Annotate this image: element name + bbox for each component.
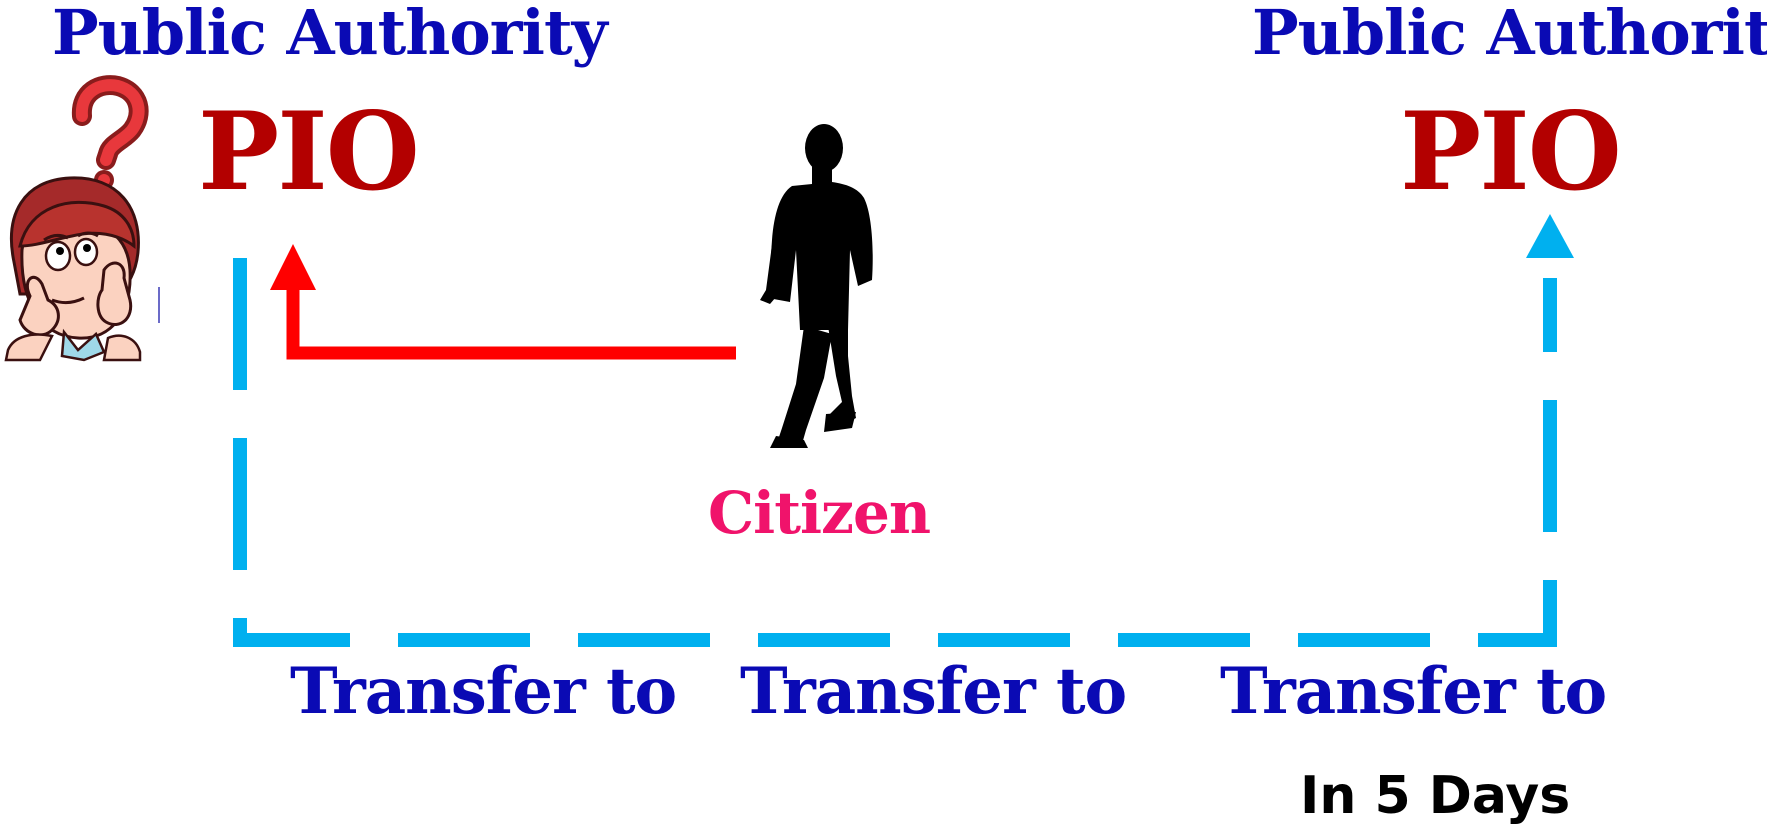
- pio-left-label: PIO: [198, 89, 420, 215]
- public-authority-left-label: Public Authority: [52, 0, 608, 69]
- direct-arrowhead: [270, 244, 316, 290]
- walking-man-silhouette-icon: [760, 124, 873, 448]
- transfer-label-2: Transfer to: [740, 654, 1127, 729]
- direct-arrow-line: [286, 290, 736, 360]
- thinking-person-icon: [4, 75, 149, 362]
- transfer-path: [233, 214, 1574, 647]
- direct-application-arrow: [270, 244, 736, 360]
- small-tick-mark: [158, 287, 160, 323]
- transfer-dashed-line: [233, 258, 1557, 647]
- transfer-label-3: Transfer to: [1220, 654, 1607, 729]
- transfer-label-1: Transfer to: [290, 654, 677, 729]
- public-authority-right-label: Public Authority: [1252, 0, 1767, 69]
- deadline-label: In 5 Days: [1300, 766, 1571, 826]
- pio-right-label: PIO: [1400, 89, 1622, 215]
- citizen-label: Citizen: [708, 479, 931, 547]
- question-mark-icon: [71, 75, 149, 190]
- transfer-arrowhead: [1526, 214, 1574, 258]
